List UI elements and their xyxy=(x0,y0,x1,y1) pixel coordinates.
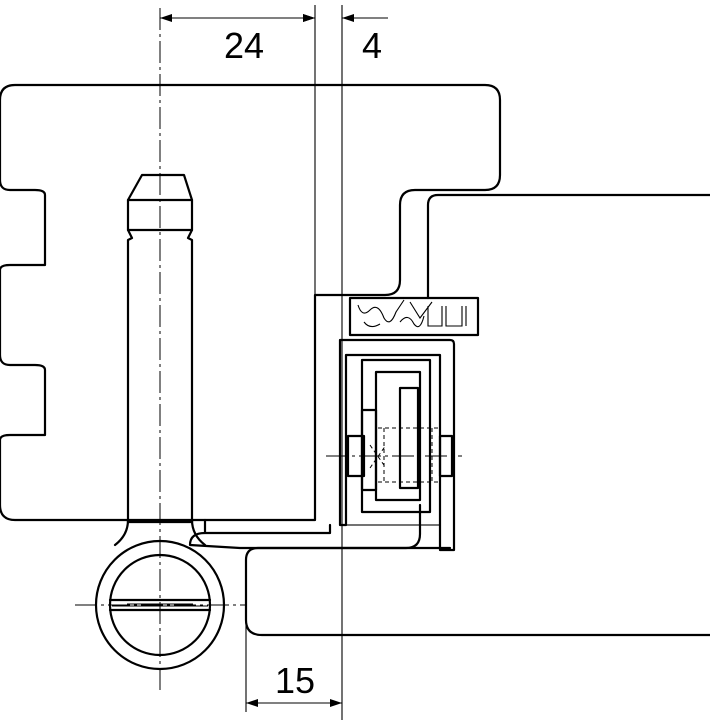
seal-gasket xyxy=(348,296,480,337)
hinge-pin xyxy=(113,173,207,547)
dimension-15: 15 xyxy=(246,660,342,707)
dimension-4: 4 xyxy=(290,14,388,66)
dimension-24: 24 xyxy=(160,14,315,66)
dimension-15-label: 15 xyxy=(275,660,315,701)
frame-profile xyxy=(0,83,502,522)
hinge-housing xyxy=(326,338,462,552)
dimension-24-label: 24 xyxy=(224,25,264,66)
dimension-4-label: 4 xyxy=(362,25,382,66)
